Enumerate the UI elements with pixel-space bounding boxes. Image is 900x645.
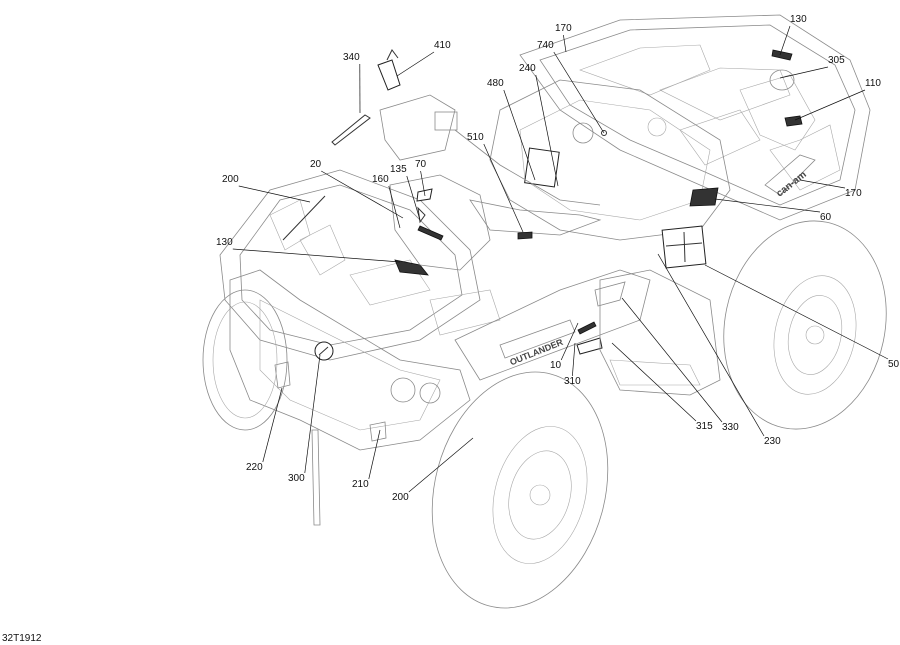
- leader-line-110: [794, 89, 866, 121]
- front-right-wheel: [431, 371, 609, 609]
- leader-line-170: [563, 34, 567, 53]
- callout-210[interactable]: 210: [352, 479, 369, 490]
- fender-logo-decal: can-am: [764, 154, 816, 199]
- leader-line-130: [779, 25, 791, 56]
- callout-410[interactable]: 410: [434, 40, 451, 51]
- front-bumper: [229, 269, 471, 526]
- leader-line-70: [420, 170, 426, 197]
- figure-id: 32T1912: [2, 633, 42, 644]
- leader-line-310: [572, 342, 576, 377]
- leader-line-410: [396, 51, 435, 77]
- callout-240[interactable]: 240: [519, 63, 536, 74]
- callout-130[interactable]: 130: [216, 237, 233, 248]
- callout-200[interactable]: 200: [392, 492, 409, 503]
- callout-305[interactable]: 305: [828, 55, 845, 66]
- rear-right-wheel: [723, 220, 887, 430]
- leader-line-740: [553, 51, 605, 134]
- leader-line-240: [535, 74, 559, 187]
- leader-line-315: [611, 342, 697, 422]
- callout-170[interactable]: 170: [845, 188, 862, 199]
- front-left-wheel: [202, 289, 288, 431]
- leader-line-210: [368, 429, 381, 480]
- leader-line-230: [657, 253, 765, 437]
- callout-10[interactable]: 10: [550, 360, 562, 371]
- callout-330[interactable]: 330: [722, 422, 739, 433]
- callout-130[interactable]: 130: [790, 14, 807, 25]
- leader-line-160: [388, 185, 401, 229]
- leader-line-50: [704, 264, 889, 360]
- rear-rack: [519, 14, 871, 221]
- handlebar-area: [331, 49, 602, 240]
- leader-line-200: [238, 185, 311, 203]
- leader-line-170: [799, 179, 846, 189]
- leader-line-200: [408, 437, 474, 493]
- footwell: [599, 269, 721, 396]
- callout-510[interactable]: 510: [467, 132, 484, 143]
- leader-line-305: [779, 66, 829, 79]
- leader-line-135: [406, 175, 421, 221]
- callout-740[interactable]: 740: [537, 40, 554, 51]
- leader-line-480: [503, 89, 536, 181]
- front-fairing: [389, 174, 491, 271]
- callout-170[interactable]: 170: [555, 23, 572, 34]
- callout-300[interactable]: 300: [288, 473, 305, 484]
- callout-160[interactable]: 160: [372, 174, 389, 185]
- callout-230[interactable]: 230: [764, 436, 781, 447]
- seat-body: [489, 79, 731, 269]
- leader-lines: [232, 25, 889, 493]
- callout-135[interactable]: 135: [390, 164, 407, 175]
- callout-480[interactable]: 480: [487, 78, 504, 89]
- leader-line-220: [262, 387, 283, 463]
- callout-70[interactable]: 70: [415, 159, 427, 170]
- callout-200[interactable]: 200: [222, 174, 239, 185]
- callout-340[interactable]: 340: [343, 52, 360, 63]
- front-rack: [219, 169, 501, 361]
- leader-line-510: [483, 143, 524, 233]
- callout-220[interactable]: 220: [246, 462, 263, 473]
- callout-60[interactable]: 60: [820, 212, 832, 223]
- callout-110[interactable]: 110: [865, 78, 881, 89]
- leader-line-60: [714, 198, 821, 213]
- callout-315[interactable]: 315: [696, 421, 713, 432]
- leader-line-330: [621, 297, 723, 423]
- leader-line-20: [321, 170, 404, 219]
- callout-310[interactable]: 310: [564, 376, 581, 387]
- callout-50[interactable]: 50: [888, 359, 900, 370]
- leader-line-300: [304, 354, 321, 474]
- leader-line-10: [560, 322, 579, 361]
- leader-line-130: [232, 248, 401, 263]
- callout-20[interactable]: 20: [310, 159, 322, 170]
